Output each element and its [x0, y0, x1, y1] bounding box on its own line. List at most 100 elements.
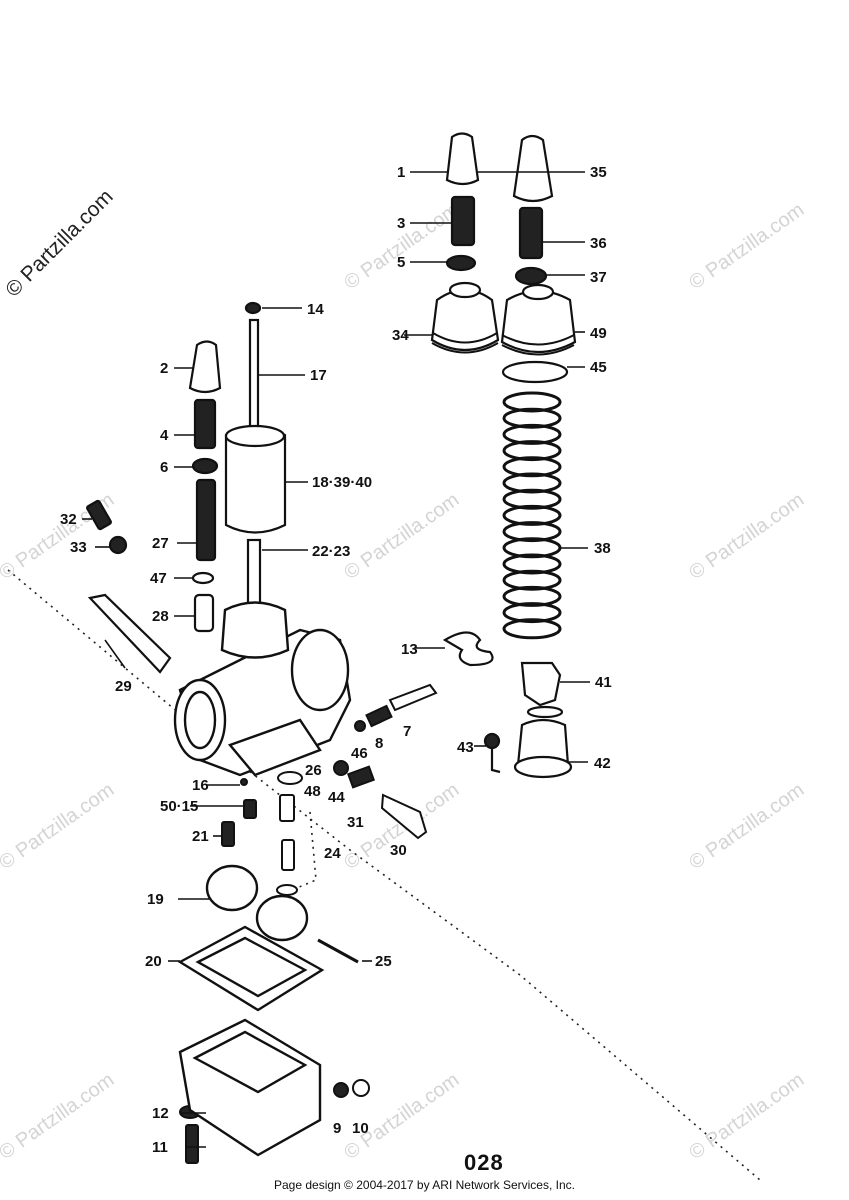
- part-8-spring: [365, 704, 393, 728]
- watermark-6: © Partzilla.com: [0, 779, 118, 874]
- part-17-needle: [248, 318, 260, 442]
- part-27-plunger: [195, 478, 217, 562]
- watermark-main: © Partzilla.com: [1, 185, 117, 301]
- float-assembly: [177, 864, 325, 1157]
- watermark-5: © Partzilla.com: [685, 489, 808, 584]
- watermark-1: © Partzilla.com: [340, 199, 463, 294]
- callout-46: 46: [351, 745, 368, 762]
- body-float-bowl-flange: [227, 718, 322, 777]
- part-29-sleeve: [87, 593, 172, 674]
- callout-19: 19: [147, 891, 164, 908]
- spring-coil: [502, 488, 562, 510]
- callout-44: 44: [328, 789, 345, 806]
- part-49-rib-1: [501, 334, 575, 346]
- body-outlet: [290, 628, 350, 712]
- part-19-float-right: [255, 894, 309, 942]
- callout-48: 48: [304, 783, 321, 800]
- body-throttle-tower: [220, 601, 290, 659]
- part-13-clip: [442, 631, 494, 667]
- callout-47: 47: [150, 570, 167, 587]
- part-35-cap: [512, 134, 554, 203]
- part-19-float-left: [205, 864, 259, 912]
- watermark-4: © Partzilla.com: [340, 489, 463, 584]
- spring-coil: [502, 472, 562, 494]
- part-37-nut: [514, 266, 548, 286]
- leader-lines: [82, 171, 590, 1148]
- callout-24: 24: [324, 845, 341, 862]
- spring-coil: [502, 407, 562, 429]
- spring-coil: [502, 521, 562, 543]
- part-28-plunger-tip: [193, 593, 215, 633]
- callout-45: 45: [590, 359, 607, 376]
- spring-coil: [502, 602, 562, 624]
- callout-21: 21: [192, 828, 209, 845]
- callout-8: 8: [375, 735, 383, 752]
- part-44-ring: [333, 760, 349, 776]
- callout-5: 5: [397, 254, 405, 271]
- part-31-spring: [346, 765, 376, 789]
- carburetor-body: [173, 601, 352, 777]
- part-34-rib-2: [431, 342, 499, 354]
- callout-31: 31: [347, 814, 364, 831]
- part-10-screw: [352, 1079, 370, 1097]
- callout-1: 1: [397, 164, 405, 181]
- small-parts: [179, 683, 438, 1164]
- left-column-parts: [86, 301, 287, 674]
- part-20-gasket-inner: [195, 936, 308, 998]
- spring-coil: [502, 504, 562, 526]
- axis-line-diagonal: [7, 569, 761, 1181]
- part-36-adjuster: [518, 206, 544, 260]
- part-25-pin: [317, 938, 359, 964]
- part-43-screw-shaft: [490, 748, 501, 774]
- part-26-ring: [277, 771, 303, 785]
- watermark-9: © Partzilla.com: [0, 1069, 118, 1164]
- callout-34: 34: [392, 327, 409, 344]
- callout-14: 14: [307, 301, 324, 318]
- part-24-jet: [281, 839, 295, 871]
- callout-36: 36: [590, 235, 607, 252]
- callout-11: 11: [152, 1139, 168, 1156]
- callout-41: 41: [595, 674, 612, 691]
- callout-30: 30: [390, 842, 407, 859]
- part-21-jet: [221, 821, 235, 847]
- footer-copyright: Page design © 2004-2017 by ARI Network S…: [273, 1178, 575, 1192]
- part-33-washer: [108, 535, 128, 555]
- spring-coil: [502, 585, 562, 607]
- part-34-rib-1: [432, 332, 498, 344]
- watermark-11: © Partzilla.com: [685, 1069, 808, 1164]
- lower-right-parts: [442, 631, 573, 779]
- callout-12: 12: [152, 1105, 169, 1122]
- part-47-washer: [191, 571, 215, 585]
- part-48-jet: [279, 794, 295, 822]
- callout-6: 6: [160, 459, 168, 476]
- callout-43: 43: [457, 739, 474, 756]
- callout-4: 4: [160, 427, 169, 444]
- spring-coil: [502, 569, 562, 591]
- part-4-adjuster: [193, 398, 217, 450]
- callout-13: 13: [401, 641, 418, 658]
- callout-37: 37: [590, 269, 607, 286]
- callout-25: 25: [375, 953, 392, 970]
- part-6-nut: [191, 457, 219, 475]
- part-5-nut: [445, 254, 477, 272]
- callout-labels: 1 2 3 4 5 6 7 8 9 10 11 12 13 14 16 17 1…: [60, 164, 612, 1156]
- callout-27: 27: [152, 535, 169, 552]
- part-14-ball: [244, 301, 262, 315]
- callout-17: 17: [310, 367, 327, 384]
- part-3-adjuster: [450, 195, 476, 247]
- callout-38: 38: [594, 540, 611, 557]
- callout-42: 42: [594, 755, 611, 772]
- leader-line: [104, 639, 126, 669]
- watermark-2: © Partzilla.com: [685, 199, 808, 294]
- dotted-axis-lines: [7, 569, 761, 1181]
- axis-line-jet: [291, 811, 317, 891]
- callout-3: 3: [397, 215, 405, 232]
- callout-18-39-40: 18·39·40: [312, 474, 372, 491]
- spring-coil: [502, 618, 562, 640]
- callout-10: 10: [352, 1120, 369, 1137]
- part-16-clip: [240, 778, 248, 786]
- spring-coil: [502, 440, 562, 462]
- part-9-washer: [333, 1082, 349, 1098]
